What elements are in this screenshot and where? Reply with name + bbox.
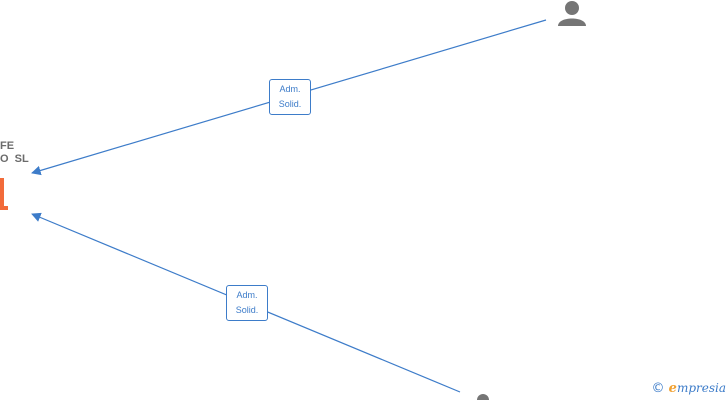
company-building-icon: [0, 178, 8, 210]
company-name-line1: FE: [0, 140, 15, 152]
edge-label-top[interactable]: Adm. Solid.: [269, 79, 311, 115]
brand-initial: e: [668, 381, 677, 396]
person-icon-top[interactable]: [558, 1, 586, 26]
company-name-line2: O SL: [0, 153, 29, 165]
edge-label-bottom-role2: Solid.: [235, 305, 259, 315]
company-name-label[interactable]: FE O SL: [0, 140, 29, 166]
edge-label-top-role2: Solid.: [278, 99, 302, 109]
edge-label-bottom-role1: Adm.: [236, 290, 258, 300]
edge-label-top-role1: Adm.: [279, 84, 301, 94]
edge-label-bottom[interactable]: Adm. Solid.: [226, 285, 268, 321]
person-icon-bottom[interactable]: [477, 394, 489, 400]
copyright-icon: ©: [651, 381, 665, 396]
empresia-watermark[interactable]: © empresia: [652, 381, 726, 396]
brand-name: mpresia: [676, 381, 726, 395]
